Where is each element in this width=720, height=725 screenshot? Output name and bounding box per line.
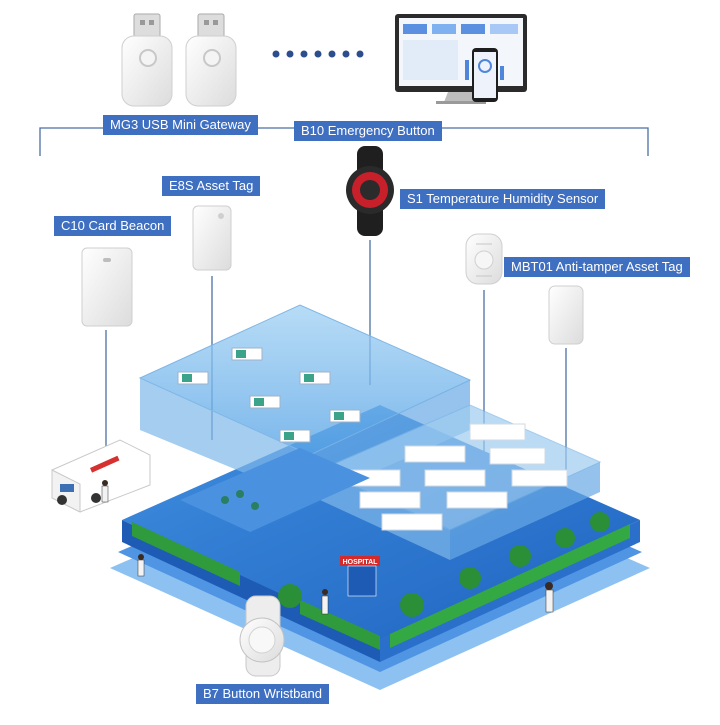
hospital-building: HOSPITAL bbox=[110, 304, 650, 690]
staff-figures bbox=[101, 480, 554, 615]
temperature-sensor-icon bbox=[465, 233, 503, 285]
asset-tag-icon bbox=[192, 205, 232, 271]
card-beacon-label: C10 Card Beacon bbox=[54, 216, 172, 236]
temperature-sensor-label: S1 Temperature Humidity Sensor bbox=[400, 189, 606, 209]
wristband-label: B7 Button Wristband bbox=[196, 684, 329, 704]
card-beacon-icon bbox=[81, 247, 133, 327]
connection-dots bbox=[272, 50, 364, 58]
emergency-button-icon bbox=[346, 146, 394, 236]
anti-tamper-tag-label: MBT01 Anti-tamper Asset Tag bbox=[504, 257, 690, 277]
gateway-label: MG3 USB Mini Gateway bbox=[103, 115, 258, 135]
usb-gateway-icon bbox=[185, 13, 237, 107]
anti-tamper-tag-icon bbox=[548, 285, 584, 345]
ambulance-icon bbox=[51, 439, 151, 513]
asset-tag-label: E8S Asset Tag bbox=[162, 176, 261, 196]
hospital-sign: HOSPITAL bbox=[343, 559, 379, 566]
emergency-button-label: B10 Emergency Button bbox=[294, 121, 442, 141]
usb-gateway-icon bbox=[121, 13, 173, 107]
dashboard-monitor-icon bbox=[395, 14, 527, 104]
wristband-icon bbox=[239, 595, 285, 677]
